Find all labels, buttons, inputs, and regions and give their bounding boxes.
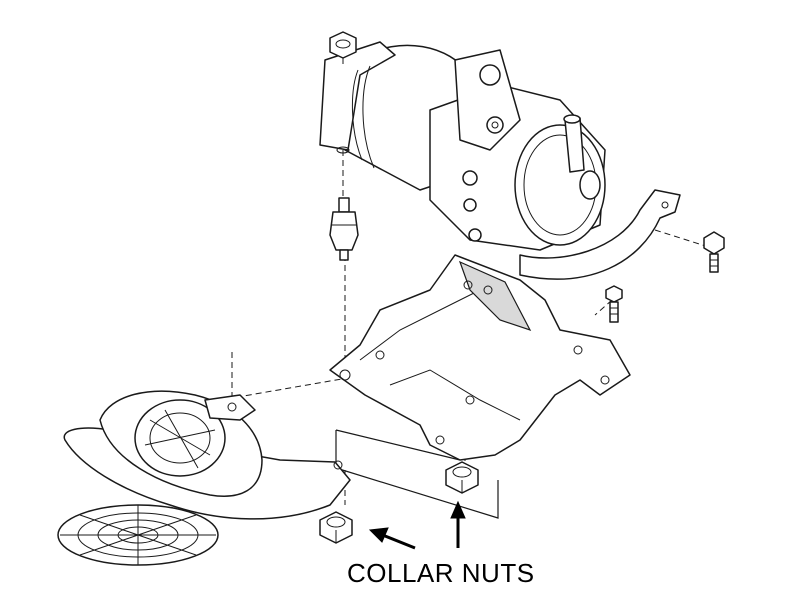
support-strap: [519, 189, 681, 280]
motor-mount-bracket: [319, 41, 396, 151]
callout-arrow-left: [368, 527, 416, 550]
bracket-bolt: [605, 285, 623, 323]
collar-nuts-label: COLLAR NUTS: [347, 558, 535, 588]
mounting-bracket: [329, 254, 631, 461]
top-mount-nut: [329, 31, 357, 64]
cooling-fan-assembly: [63, 390, 351, 520]
collar-nut-right: [445, 461, 479, 494]
pump-motor-assembly: [319, 41, 681, 280]
collar-nut-left: [319, 511, 353, 544]
strap-bolt: [703, 231, 725, 273]
callout-arrow-right: [450, 500, 466, 548]
rubber-isolator: [329, 197, 359, 261]
fan-guard-grille: [57, 504, 219, 566]
